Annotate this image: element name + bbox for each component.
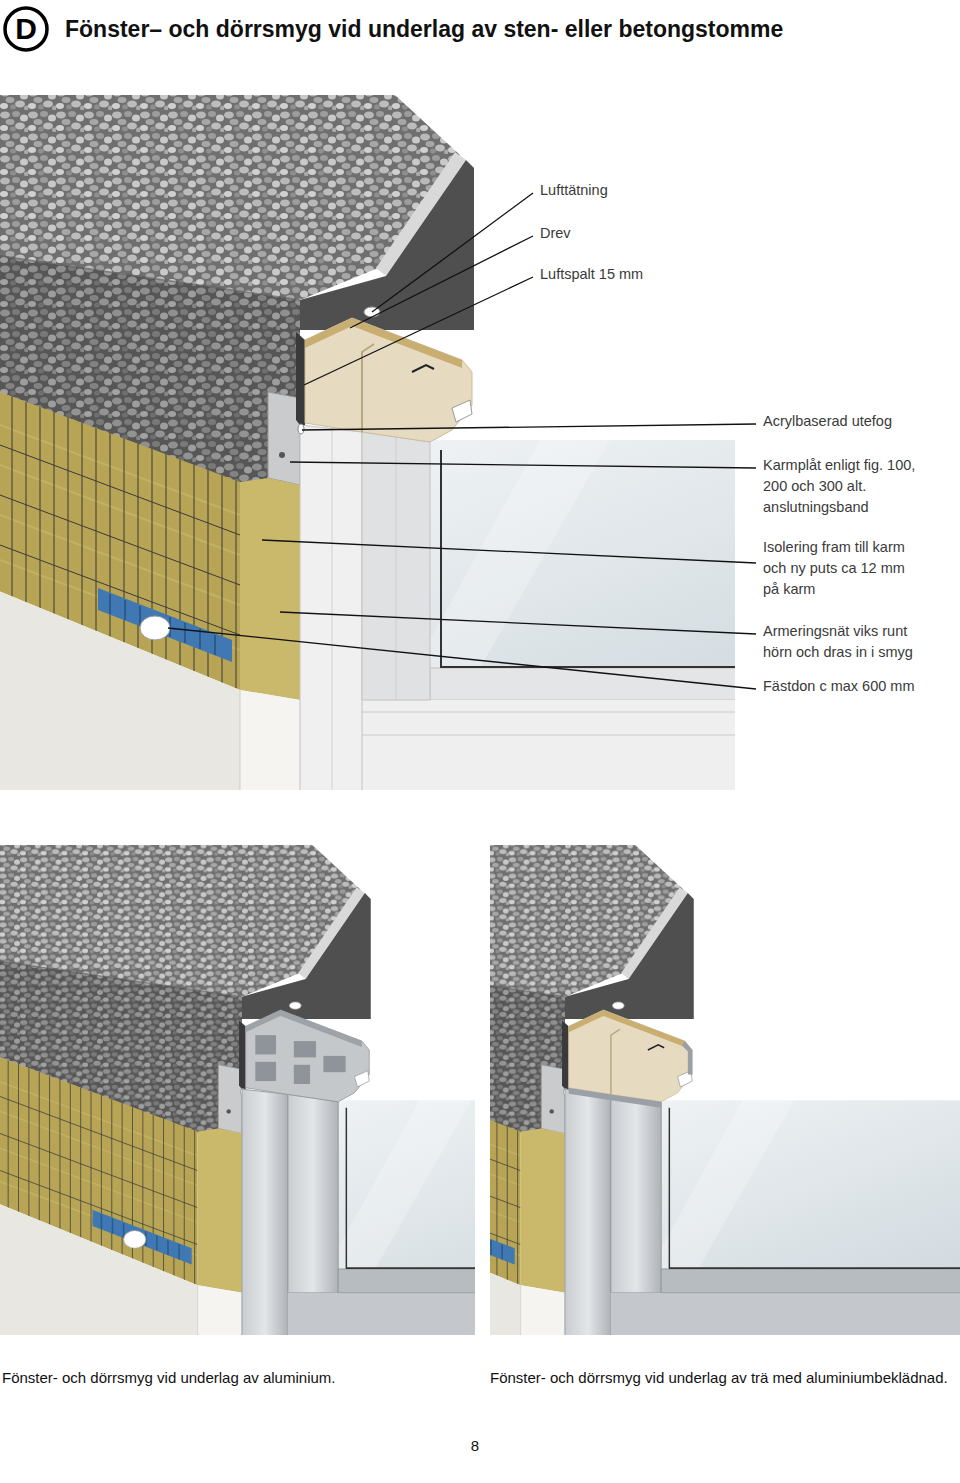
callout-label: Drev bbox=[540, 223, 740, 244]
main-section bbox=[0, 95, 735, 790]
leader-line bbox=[168, 628, 756, 689]
figure-caption: Fönster- och dörrsmyg vid underlag av al… bbox=[2, 1367, 472, 1388]
figure-caption: Fönster- och dörrsmyg vid underlag av tr… bbox=[490, 1367, 956, 1388]
window-frame bbox=[296, 307, 735, 790]
aluminium-profile bbox=[246, 1010, 370, 1102]
clad-section bbox=[490, 845, 960, 1335]
callout-label: Armeringsnät viks runt hörn och dras in … bbox=[763, 621, 928, 663]
leader-line bbox=[304, 277, 533, 385]
aluminium-faces bbox=[242, 1089, 475, 1335]
page-number: 8 bbox=[455, 1435, 495, 1456]
window-frame bbox=[562, 1002, 960, 1335]
window-frame bbox=[239, 1002, 475, 1335]
section-badge: D bbox=[3, 6, 49, 52]
leader-line bbox=[290, 462, 756, 468]
callout-label: Luftspalt 15 mm bbox=[540, 264, 740, 285]
aluminium-section bbox=[0, 845, 475, 1335]
callout-label: Karmplåt enligt fig. 100, 200 och 300 al… bbox=[763, 455, 923, 518]
aluminium-cladding bbox=[569, 1041, 693, 1108]
page-title: Fönster– och dörrsmyg vid underlag av st… bbox=[65, 14, 954, 44]
leader-line bbox=[372, 193, 533, 312]
badge-outline bbox=[5, 8, 47, 50]
callout-label: Fästdon c max 600 mm bbox=[763, 676, 953, 697]
leader-line bbox=[280, 612, 756, 634]
wood-profile bbox=[569, 1010, 693, 1102]
wood-profile bbox=[305, 318, 472, 442]
badge-letter: D bbox=[15, 14, 37, 44]
leader-line bbox=[302, 424, 756, 430]
callout-label: Lufttätning bbox=[540, 180, 740, 201]
leader-line bbox=[350, 236, 533, 328]
aluminium-faces bbox=[565, 1089, 960, 1335]
callout-label: Acrylbaserad utefog bbox=[763, 411, 953, 432]
leader-line bbox=[262, 540, 756, 563]
callout-label: Isolering fram till karm och ny puts ca … bbox=[763, 537, 923, 600]
leader-lines bbox=[168, 193, 756, 689]
